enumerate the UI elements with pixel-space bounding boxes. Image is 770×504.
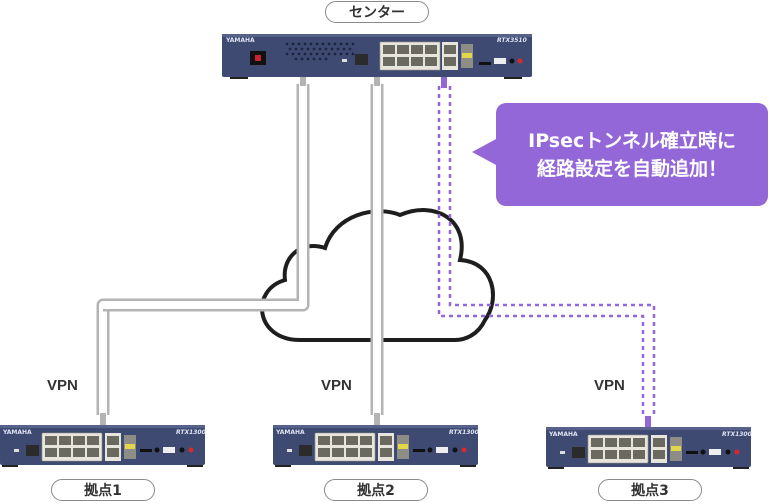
vpn-tunnel-3-inner — [448, 86, 656, 418]
vpn-tunnel-3-outer — [437, 86, 645, 418]
center-router — [222, 34, 532, 79]
vpn-label-2: VPN — [321, 377, 352, 394]
center-router-brand: YAMAHA — [226, 37, 255, 44]
vpn-label-1: VPN — [47, 377, 78, 394]
vpn-label-3: VPN — [594, 377, 625, 394]
callout-box: IPsecトンネル確立時に 経路設定を自動追加！ — [496, 103, 768, 206]
callout-tail — [472, 138, 498, 166]
branch-1-router-brand: YAMAHA — [3, 429, 32, 436]
center-router-model: RTX3510 — [497, 37, 527, 44]
callout-line-1: IPsecトンネル確立時に — [528, 129, 736, 152]
center-label: センター — [325, 1, 429, 23]
branch-1-router-model: RTX1300 — [176, 429, 206, 436]
callout-line-2: 経路設定を自動追加！ — [536, 157, 727, 180]
vpn-tunnel-1-inner — [99, 84, 307, 415]
branch-3-router-model: RTX1300 — [722, 431, 752, 438]
branch-2-label: 拠点2 — [324, 479, 428, 501]
vpn-tunnel-1-outline — [96, 84, 310, 415]
branch-1-label: 拠点1 — [51, 479, 155, 501]
branch-2-router-model: RTX1300 — [449, 429, 479, 436]
branch-3-router-brand: YAMAHA — [549, 431, 578, 438]
branch-3-label: 拠点3 — [598, 479, 702, 501]
branch-2-router-brand: YAMAHA — [276, 429, 305, 436]
